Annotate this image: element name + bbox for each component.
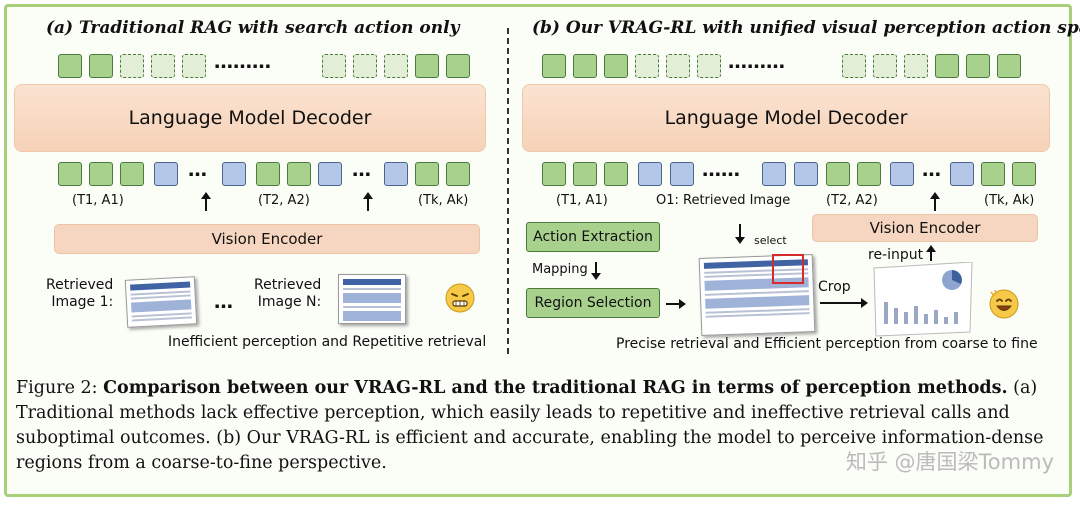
reinput-label: re-input xyxy=(868,247,924,263)
watermark: 知乎 @唐国梁Tommy xyxy=(845,450,1054,474)
panel-b-title: (b) Our VRAG-RL with unified visual perc… xyxy=(532,18,1080,38)
token xyxy=(635,54,659,78)
ellipsis: ……… xyxy=(728,51,785,73)
ellipsis: … xyxy=(214,291,233,313)
token xyxy=(58,54,82,78)
arrow-up-icon xyxy=(926,245,936,261)
action-extraction-box: Action Extraction xyxy=(526,222,660,252)
frustrated-face-icon xyxy=(445,283,475,313)
token xyxy=(287,162,311,186)
select-label: select xyxy=(754,234,787,247)
token xyxy=(256,162,280,186)
retrieved-image-1-label: Retrieved Image 1: xyxy=(46,277,114,310)
arrow-up-icon xyxy=(363,192,373,211)
label-t1-a1: (T1, A1) xyxy=(556,193,608,208)
token xyxy=(120,54,144,78)
token xyxy=(446,162,470,186)
token xyxy=(542,162,566,186)
label-tk-ak: (Tk, Ak) xyxy=(984,193,1035,208)
token xyxy=(666,54,690,78)
caption-prefix: Figure 2: xyxy=(16,378,104,398)
crop-label: Crop xyxy=(818,279,851,295)
token xyxy=(997,54,1021,78)
token xyxy=(966,54,990,78)
token xyxy=(120,162,144,186)
retrieved-image-n-label: Retrieved Image N: xyxy=(254,277,322,310)
token-image xyxy=(950,162,974,186)
token-image xyxy=(890,162,914,186)
arrow-up-icon xyxy=(930,192,940,211)
arrow-down-icon xyxy=(735,224,745,244)
token-image xyxy=(670,162,694,186)
arrow-right-icon xyxy=(666,299,686,309)
token xyxy=(604,162,628,186)
label-o1-retrieved-image: O1: Retrieved Image xyxy=(656,193,791,208)
panel-a-bottom-note: Inefficient perception and Repetitive re… xyxy=(168,334,487,350)
token xyxy=(415,162,439,186)
token xyxy=(415,54,439,78)
cropped-chart-image xyxy=(873,262,973,337)
token xyxy=(89,54,113,78)
token xyxy=(857,162,881,186)
panel-b-bottom-note: Precise retrieval and Efficient percepti… xyxy=(616,336,1038,352)
token xyxy=(58,162,82,186)
token xyxy=(151,54,175,78)
ellipsis: … xyxy=(922,159,941,181)
label-t1-a1: (T1, A1) xyxy=(72,193,124,208)
selection-box xyxy=(772,254,804,284)
token xyxy=(981,162,1005,186)
token-image xyxy=(638,162,662,186)
token xyxy=(542,54,566,78)
mapping-label: Mapping xyxy=(532,262,588,277)
token xyxy=(322,54,346,78)
panel-a-decoder: Language Model Decoder xyxy=(14,84,486,152)
token xyxy=(353,54,377,78)
arrow-down-icon xyxy=(591,262,601,280)
token xyxy=(826,162,850,186)
ellipsis: … xyxy=(188,159,207,181)
region-selection-box: Region Selection xyxy=(526,288,660,318)
token xyxy=(842,54,866,78)
label-t2-a2: (T2, A2) xyxy=(258,193,310,208)
caption-bold: Comparison between our VRAG-RL and the t… xyxy=(103,378,1008,398)
token xyxy=(873,54,897,78)
ellipsis: ……… xyxy=(214,51,271,73)
token xyxy=(446,54,470,78)
token-image xyxy=(318,162,342,186)
token-image xyxy=(762,162,786,186)
token-image xyxy=(384,162,408,186)
token xyxy=(1012,162,1036,186)
token xyxy=(384,54,408,78)
token xyxy=(604,54,628,78)
token xyxy=(182,54,206,78)
token xyxy=(697,54,721,78)
label-t2-a2: (T2, A2) xyxy=(826,193,878,208)
token xyxy=(89,162,113,186)
caption-body: (a) Traditional methods lack effective p… xyxy=(16,378,1044,473)
happy-face-icon xyxy=(989,289,1019,319)
figure-caption: Figure 2: Comparison between our VRAG-RL… xyxy=(16,376,1068,476)
token xyxy=(935,54,959,78)
token xyxy=(573,162,597,186)
panel-a-vision-encoder: Vision Encoder xyxy=(54,224,480,254)
ellipsis: …… xyxy=(702,159,740,181)
ellipsis: … xyxy=(352,159,371,181)
retrieved-document-image xyxy=(338,274,406,324)
arrow-right-icon xyxy=(820,298,868,308)
arrow-up-icon xyxy=(201,192,211,211)
panel-b-vision-encoder: Vision Encoder xyxy=(812,214,1038,242)
label-tk-ak: (Tk, Ak) xyxy=(418,193,469,208)
token-image xyxy=(222,162,246,186)
token xyxy=(573,54,597,78)
retrieved-document-image xyxy=(124,276,198,328)
token-image xyxy=(154,162,178,186)
token-image xyxy=(794,162,818,186)
panel-divider xyxy=(507,28,509,354)
panel-b-decoder: Language Model Decoder xyxy=(522,84,1050,152)
panel-a-title: (a) Traditional RAG with search action o… xyxy=(46,18,460,38)
token xyxy=(904,54,928,78)
